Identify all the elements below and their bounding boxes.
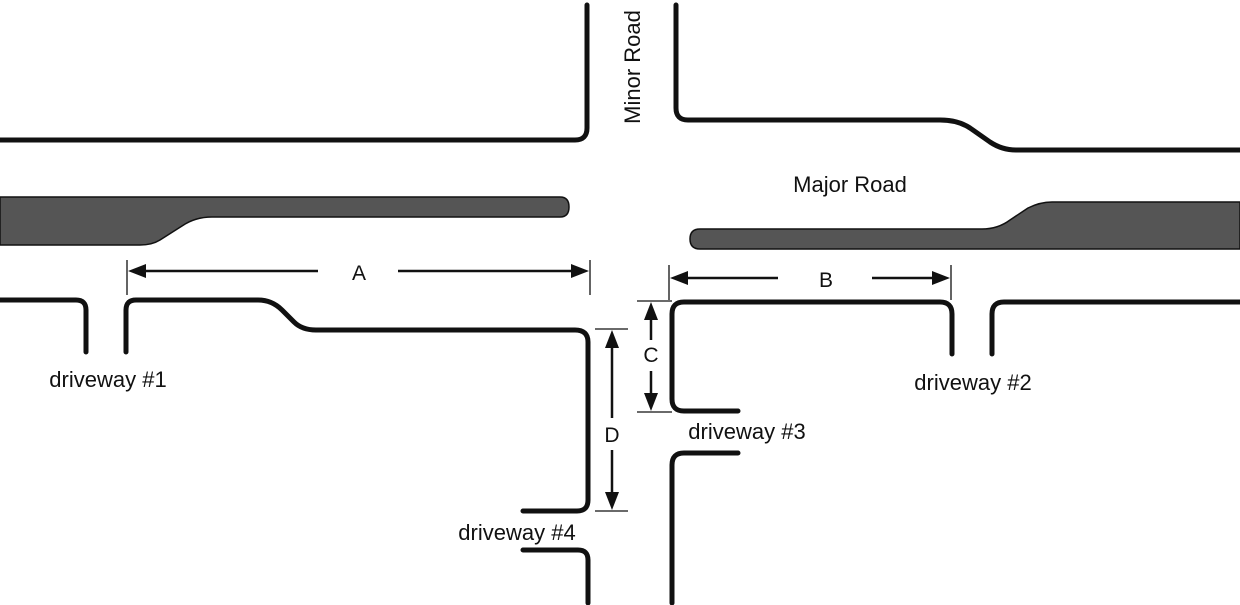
dimension-a-label: A [352,262,366,285]
dimension-b-arrow-right [932,271,950,285]
curb-southeast-segment-2 [989,299,1240,357]
minor-road-label: Minor Road [620,10,645,124]
dimension-c-arrow-bottom [644,393,658,411]
median-east [689,201,1240,250]
dimension-b-label: B [819,269,833,292]
dimension-d-arrow-top [605,330,619,348]
dimension-d-arrow-bottom [605,492,619,510]
curb-southwest-segment-2 [123,297,591,514]
driveway-2-label: driveway #2 [914,370,1031,395]
curb-southwest-segment-1 [0,297,89,355]
dimension-c-arrow-top [644,302,658,320]
median-west [0,196,570,246]
dimension-a-arrow-left [128,264,146,278]
major-road-north-curb-east [673,2,1240,153]
major-road-north-curb-west [0,2,590,143]
curb-southeast-segment-1 [669,299,955,414]
curb-southeast-segment-3 [669,450,741,605]
driveway-4-label: driveway #4 [458,520,575,545]
driveway-3-label: driveway #3 [688,419,805,444]
dimension-c-label: C [643,344,658,367]
dimension-d-label: D [604,424,619,447]
curb-southwest-segment-3 [520,547,591,605]
dimension-b-arrow-left [670,271,688,285]
driveway-1-label: driveway #1 [49,367,166,392]
major-road-label: Major Road [793,172,907,197]
dimension-a-arrow-right [571,264,589,278]
